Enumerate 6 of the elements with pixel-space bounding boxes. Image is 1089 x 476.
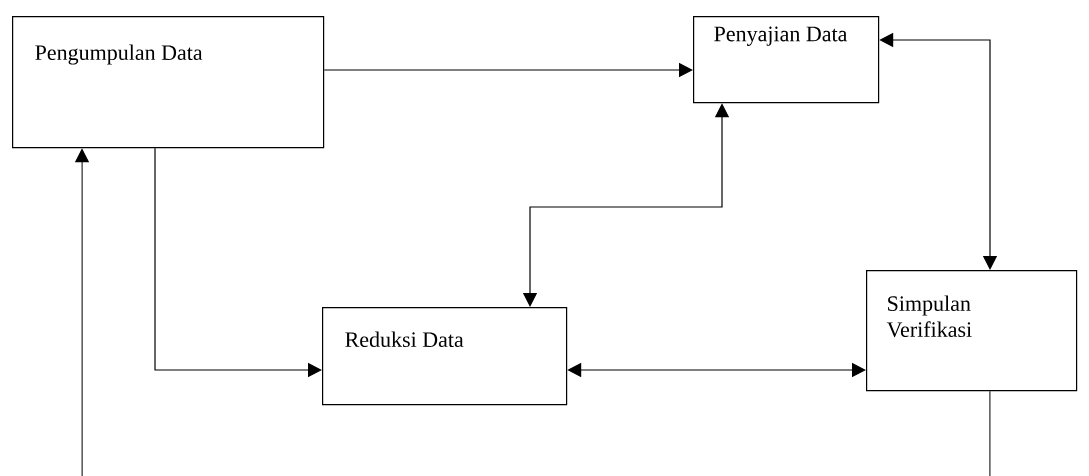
arrow	[567, 362, 866, 378]
process-box: Pengumpulan Data	[12, 16, 325, 149]
process-box: Simpulan Verifikasi	[866, 270, 1078, 392]
arrow	[74, 148, 991, 476]
process-box: Penyajian Data	[693, 16, 880, 104]
process-box: Reduksi Data	[322, 307, 568, 406]
